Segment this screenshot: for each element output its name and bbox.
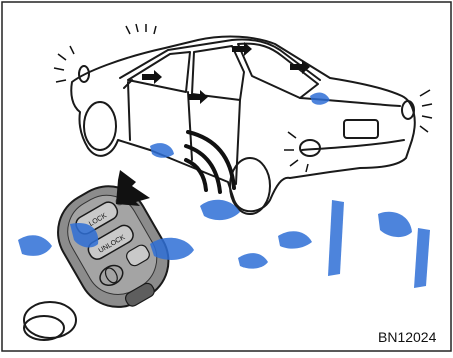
flash-rays-front-top (126, 24, 156, 34)
front-window (128, 52, 190, 92)
flash-rays-rear-right (420, 90, 432, 132)
rear-door-window (192, 46, 244, 100)
signal-arc-1 (186, 160, 206, 190)
flash-rays-rear-left (284, 132, 308, 172)
frame-border (2, 2, 451, 351)
rear-wheel (230, 158, 270, 214)
car-roof (120, 39, 320, 80)
door-line-rear (236, 100, 240, 184)
license-plate (344, 120, 378, 138)
signal-waves (186, 132, 234, 192)
front-wheel (84, 102, 116, 150)
signal-arc-3 (188, 132, 234, 188)
rear-window (238, 44, 318, 98)
lock-arrow-4 (290, 60, 310, 74)
flash-rays-front-left (54, 46, 74, 82)
lock-arrow-1 (142, 70, 162, 84)
key-ring (24, 302, 76, 340)
figure-code: BN12024 (378, 329, 436, 345)
press-arrow-icon (116, 170, 150, 206)
door-line-front (128, 82, 130, 140)
lock-arrow-2 (188, 90, 208, 104)
